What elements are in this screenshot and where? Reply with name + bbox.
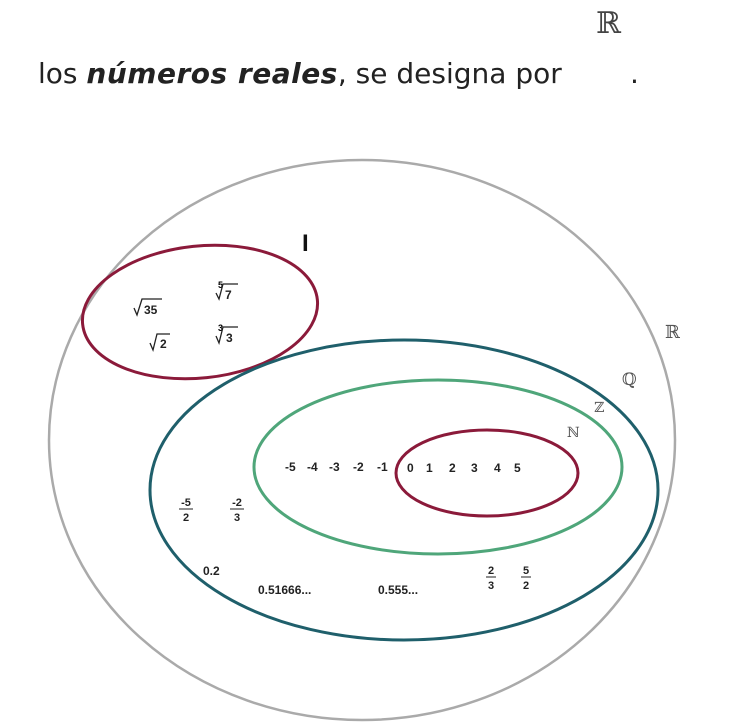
heading-suffix: , se designa por — [337, 57, 562, 90]
heading-emphasis: números reales — [86, 57, 338, 90]
naturals-set — [394, 428, 580, 518]
natural: 1 — [426, 461, 433, 475]
radicand: 7 — [225, 288, 232, 302]
heading-period: . — [630, 57, 639, 90]
sqrt-of-2: 2 — [149, 333, 170, 353]
decimal: 0.51666... — [258, 583, 311, 597]
natural: 3 — [471, 461, 478, 475]
integers-label: ℤ — [594, 400, 604, 416]
fifth-root-of-7: 5 7 — [215, 280, 238, 302]
reals-set — [47, 158, 677, 722]
integer: -2 — [353, 460, 364, 474]
integer: -3 — [329, 460, 340, 474]
integer: -1 — [377, 460, 388, 474]
reals-symbol: ℝ — [596, 6, 621, 41]
root-index: 5 — [218, 280, 223, 290]
denominator: 2 — [183, 512, 189, 524]
integer: -4 — [307, 460, 318, 474]
natural: 5 — [514, 461, 521, 475]
fraction: -5 2 — [179, 497, 193, 524]
irrational-label: I — [302, 230, 309, 257]
heading-text: los números reales, se designa por — [38, 54, 562, 94]
natural: 4 — [494, 461, 501, 475]
sqrt-of-35: 35 — [133, 298, 162, 317]
natural: 0 — [407, 461, 414, 475]
heading-prefix: los — [38, 57, 87, 90]
radicand: 2 — [160, 337, 167, 351]
denominator: 3 — [234, 512, 240, 524]
numerator: 5 — [523, 565, 529, 577]
radical-sign — [133, 298, 162, 317]
fraction: 2 3 — [486, 565, 496, 592]
radical-sign — [149, 333, 170, 353]
cube-root-of-3: 3 3 — [215, 323, 238, 346]
numerator: -2 — [232, 497, 242, 509]
negative-integers: -5 -4 -3 -2 -1 — [285, 460, 388, 474]
fraction: -2 3 — [230, 497, 244, 524]
radical-sign — [215, 326, 238, 346]
radical-sign — [215, 283, 238, 301]
numerator: 2 — [488, 565, 494, 577]
denominator: 3 — [488, 580, 494, 592]
radicand: 35 — [144, 303, 158, 317]
denominator: 2 — [523, 580, 529, 592]
natural: 2 — [449, 461, 456, 475]
numerator: -5 — [181, 497, 191, 509]
fraction: 5 2 — [521, 565, 531, 592]
integers-set — [252, 378, 624, 556]
radicand: 3 — [226, 331, 233, 345]
rationals-set — [148, 338, 660, 642]
decimal: 0.555... — [378, 583, 418, 597]
naturals-label: ℕ — [567, 425, 580, 441]
reals-label: ℝ — [665, 322, 681, 343]
root-index: 3 — [218, 323, 223, 333]
integer: -5 — [285, 460, 296, 474]
natural-numbers: 0 1 2 3 4 5 — [407, 461, 521, 475]
decimal: 0.2 — [203, 564, 220, 578]
irrational-set — [80, 243, 320, 381]
rationals-label: ℚ — [622, 370, 637, 390]
